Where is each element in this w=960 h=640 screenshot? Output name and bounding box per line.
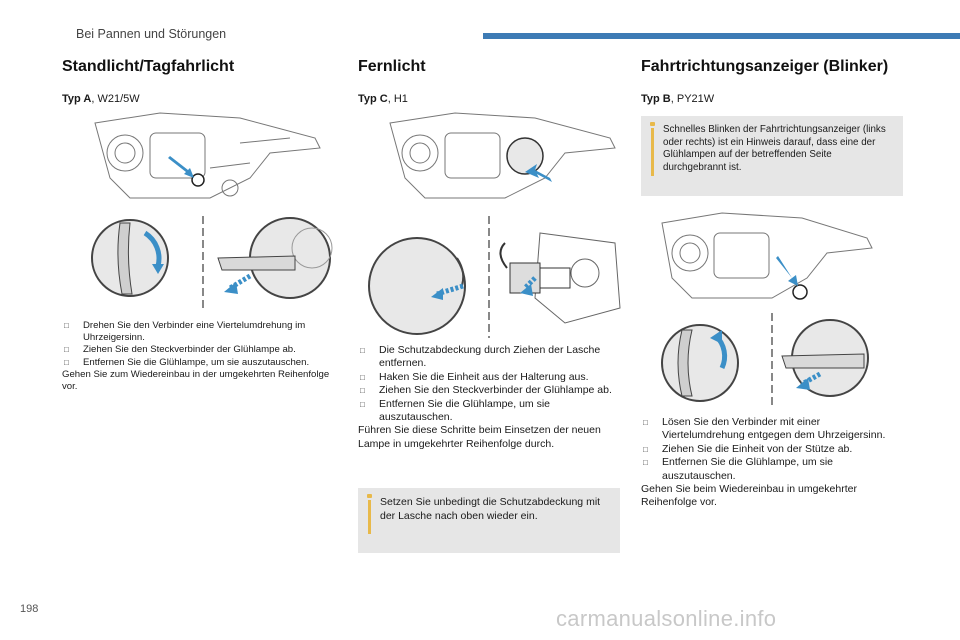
steps-list-turn-signal: □Lösen Sie den Verbinder mit einer Viert… (641, 416, 903, 510)
check-box-icon: □ (64, 345, 69, 355)
column-title: Fernlicht (358, 58, 426, 75)
info-text: Schnelles Blinken der Fahrtrichtungsanze… (663, 124, 886, 173)
info-text: Setzen Sie unbedingt die Schutzabdeckung… (380, 496, 601, 522)
list-item: □Haken Sie die Einheit aus der Halterung… (360, 370, 589, 383)
page-number: 198 (20, 603, 39, 615)
check-box-icon: □ (643, 418, 648, 427)
column-high-beam: Fernlicht Typ C, H1 (358, 56, 620, 106)
check-box-icon: □ (643, 458, 648, 468)
column-title: Fahrtrichtungsanzeiger (Blinker) (641, 58, 889, 75)
bulb-type: Typ B, PY21W (641, 93, 715, 105)
check-box-icon: □ (643, 444, 648, 454)
watermark: carmanualsonline.info (556, 606, 777, 631)
check-box-icon: □ (360, 386, 365, 396)
list-item: □Entfernen Sie die Glühlampe, um sie aus… (643, 456, 834, 482)
check-box-icon: □ (64, 321, 69, 330)
steps-list-position: □Drehen Sie den Verbinder eine Viertelum… (62, 320, 347, 393)
column-title: Standlicht/Tagfahrlicht (62, 58, 235, 75)
info-icon (650, 122, 655, 126)
check-box-icon: □ (64, 357, 69, 367)
list-item: □Drehen Sie den Verbinder eine Viertelum… (64, 320, 306, 344)
column-position-lights: Standlicht/Tagfahrlicht Typ A, W21/5W (62, 56, 324, 106)
list-item: □Die Schutzabdeckung durch Ziehen der La… (360, 344, 601, 370)
list-item: □Ziehen Sie den Steckverbinder der Glühl… (360, 384, 612, 397)
steps-list-high-beam: □Die Schutzabdeckung durch Ziehen der La… (358, 344, 620, 451)
reassembly-note: Gehen Sie zum Wiedereinbau in der umgeke… (62, 368, 330, 393)
headlamp-illustration-high-beam (368, 112, 621, 338)
check-box-icon: □ (360, 372, 365, 382)
list-item: □Ziehen Sie den Steckverbinder der Glühl… (64, 344, 296, 356)
reassembly-note: Führen Sie diese Schritte beim Einsetzen… (358, 424, 601, 450)
reassembly-note: Gehen Sie beim Wiedereinbau in umgekehrt… (641, 483, 857, 509)
list-item: □Lösen Sie den Verbinder mit einer Viert… (643, 416, 886, 442)
column-turn-signal: Fahrtrichtungsanzeiger (Blinker) Typ B, … (641, 56, 903, 106)
section-header: Bei Pannen und Störungen (76, 27, 227, 41)
list-item: □Ziehen Sie die Einheit von der Stütze a… (643, 442, 853, 455)
bulb-type: Typ A, W21/5W (62, 93, 140, 105)
bulb-type: Typ C, H1 (358, 93, 408, 105)
info-icon-bar (368, 500, 371, 534)
info-icon-bar (651, 128, 654, 176)
section-header-bar (483, 33, 960, 39)
list-item: □Entfernen Sie die Glühlampe, um sie aus… (360, 397, 551, 424)
headlamp-illustration-turn-signal (661, 212, 873, 408)
info-box-blinking: Schnelles Blinken der Fahrtrichtungsanze… (641, 116, 903, 196)
list-item: □Entfernen Sie die Glühlampe, um sie aus… (64, 356, 310, 368)
headlamp-illustration-position (91, 112, 333, 308)
check-box-icon: □ (360, 399, 365, 409)
info-box-cover: Setzen Sie unbedingt die Schutzabdeckung… (358, 488, 620, 553)
check-box-icon: □ (360, 346, 365, 355)
info-icon (367, 494, 372, 498)
